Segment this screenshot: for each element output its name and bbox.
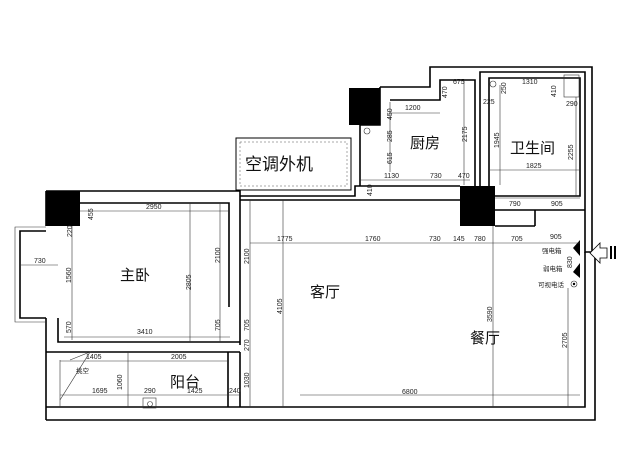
dimension-label: 1695	[92, 388, 108, 395]
room-label-balcony: 阳台	[170, 373, 200, 391]
dimension-label: 1425	[187, 388, 203, 395]
video-phone-label: 可视电话	[538, 280, 565, 289]
dimension-label: 410	[367, 184, 374, 196]
dimension-label: 1760	[365, 236, 381, 243]
drain-icon	[147, 401, 153, 407]
dimension-label: 2100	[244, 248, 251, 264]
dimension-label: 2950	[146, 204, 162, 211]
strong-box-label: 强电箱	[542, 246, 562, 255]
dimension-label: 615	[387, 152, 394, 164]
structural-column	[460, 186, 495, 226]
dimension-label: 470	[458, 173, 470, 180]
toilet-icon	[563, 74, 580, 98]
dimension-label: 675	[453, 79, 465, 86]
dimension-label: 705	[244, 319, 251, 331]
dimension-label: 1060	[117, 374, 124, 390]
dimension-label: 290	[566, 101, 578, 108]
dimension-label: 570	[66, 321, 73, 333]
dimension-lines	[20, 80, 580, 407]
dimension-label: 1775	[277, 236, 293, 243]
dimension-label: 1200	[405, 105, 421, 112]
dimension-label: 1310	[522, 79, 538, 86]
dimension-label: 905	[551, 201, 563, 208]
video-phone-icon	[570, 280, 578, 288]
ac-unit-label: 空调外机	[245, 155, 313, 175]
dimension-label: 2175	[462, 126, 469, 142]
room-label-master-bedroom: 主卧	[120, 266, 150, 284]
dimension-label: 830	[567, 256, 574, 268]
weak-box-icon	[573, 263, 580, 278]
walls	[14, 66, 596, 421]
room-label-living-room: 客厅	[310, 283, 340, 301]
dimension-label: 2100	[215, 247, 222, 263]
strong-box-icon	[573, 240, 580, 256]
room-label-bathroom: 卫生间	[510, 139, 555, 157]
dimension-label: 470	[442, 86, 449, 98]
dimension-label: 250	[501, 82, 508, 94]
room-label-dining-room: 餐厅	[470, 329, 500, 347]
dimension-label: 730	[34, 258, 46, 265]
dimension-label: 4105	[277, 298, 284, 314]
dimension-label: 1130	[384, 173, 399, 180]
room-label-kitchen: 厨房	[410, 134, 440, 152]
structural-column	[349, 88, 380, 125]
dimension-label: 3590	[487, 306, 494, 322]
dimension-label: 2805	[186, 274, 193, 290]
dimension-label: 225	[483, 99, 495, 106]
dimension-label: 2255	[568, 144, 575, 160]
dimension-label: 6800	[402, 389, 418, 396]
dimension-label: 290	[144, 388, 156, 395]
dimension-label: 1405	[86, 354, 102, 361]
structural-column	[46, 191, 80, 226]
dimension-label: 2005	[171, 354, 187, 361]
drain-icon	[363, 127, 371, 135]
dimension-label: 790	[509, 201, 521, 208]
dimension-label: 145	[453, 236, 465, 243]
dimension-label: 240	[229, 388, 241, 395]
dimension-label: 905	[550, 234, 562, 241]
dimension-label: 270	[244, 339, 251, 351]
dimension-label: 1945	[494, 132, 501, 148]
drain-icon	[489, 80, 497, 88]
dimension-label: 705	[511, 236, 523, 243]
dimension-label: 730	[429, 236, 441, 243]
dimension-label: 410	[551, 85, 558, 97]
weak-box-label: 弱电箱	[543, 264, 563, 273]
dimension-label: 2705	[562, 332, 569, 348]
dimension-label: 455	[88, 208, 95, 220]
ac-unit-box	[235, 137, 352, 191]
dimension-label: 780	[474, 236, 486, 243]
dimension-label: 450	[387, 108, 394, 120]
dimension-label: 705	[215, 319, 222, 331]
dimension-label: 285	[387, 130, 394, 142]
hollow-label: 挑空	[76, 366, 90, 375]
dimension-label: 730	[430, 173, 442, 180]
entrance-arrow-icon	[589, 242, 616, 264]
dimension-label: 220	[67, 225, 74, 237]
dimension-label: 1825	[526, 163, 542, 170]
dimension-label: 1560	[66, 267, 73, 283]
dimension-label: 1030	[244, 372, 251, 388]
dimension-label: 3410	[137, 329, 153, 336]
